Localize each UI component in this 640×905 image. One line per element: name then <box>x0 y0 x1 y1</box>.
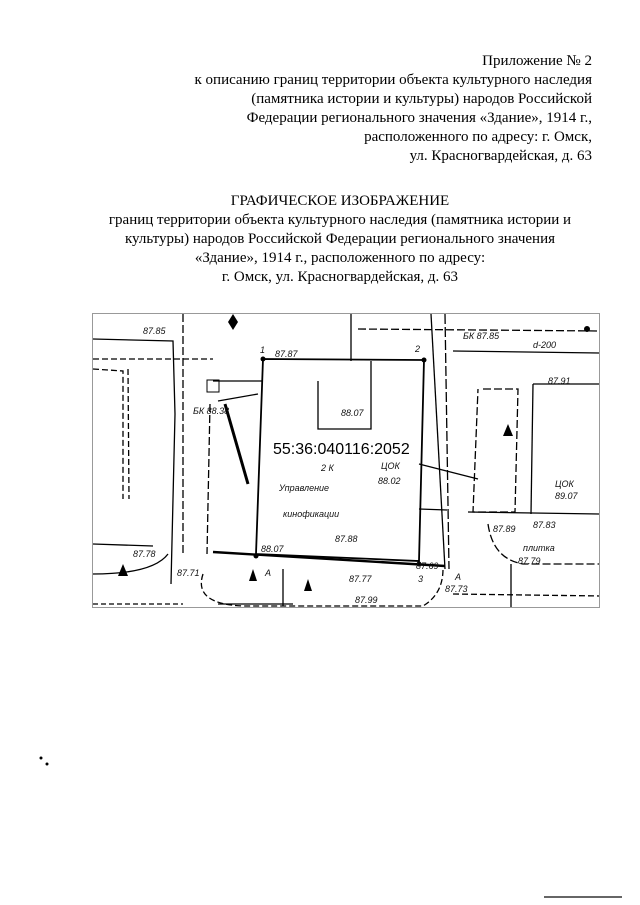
scan-speckle <box>39 756 49 766</box>
building-name-2: кинофикации <box>283 509 339 519</box>
elevation: 87.71 <box>177 568 200 578</box>
title-line: границ территории объекта культурного на… <box>108 212 572 228</box>
cadastral-number: 55:36:040116:2052 <box>273 441 410 458</box>
point-label-3: 3 <box>418 574 423 584</box>
elevation: 87.88 <box>335 534 358 544</box>
boundary-line <box>212 550 446 568</box>
title-line: «Здание», 1914 г., расположенного по адр… <box>194 250 486 266</box>
elevation: 87.83 <box>533 520 556 530</box>
elevation: 87.78 <box>133 549 156 559</box>
building-outline <box>255 358 425 562</box>
header-line: ул. Красногвардейская, д. 63 <box>409 148 592 164</box>
title-line: культуры) народов Российской Федерации р… <box>124 231 556 247</box>
map-linework <box>93 314 599 607</box>
appendix-number: Приложение № 2 <box>482 53 592 69</box>
point-label-1: 1 <box>260 345 265 355</box>
pipe-label: d-200 <box>533 340 556 350</box>
scan-edge-mark <box>544 896 622 898</box>
header-line: расположенного по адресу: г. Омск, <box>364 129 592 145</box>
tsok-value: 88.02 <box>378 476 401 486</box>
appendix-header: Приложение № 2 к описанию границ террито… <box>195 52 593 166</box>
header-line: Федерации регионального значения «Здание… <box>246 110 592 126</box>
elevation: 87.73 <box>445 584 468 594</box>
boundary-point-3-marker <box>416 561 422 567</box>
site-plan-map: 55:36:040116:2052 2 К ЦОК 88.02 Управлен… <box>92 313 600 608</box>
bk-label: БК 88.38 <box>193 406 229 416</box>
point-label-2: 2 <box>414 344 420 354</box>
map-labels: 55:36:040116:2052 2 К ЦОК 88.02 Управлен… <box>133 326 579 605</box>
site-plan-drawing: 55:36:040116:2052 2 К ЦОК 88.02 Управлен… <box>93 314 599 607</box>
title-heading: ГРАФИЧЕСКОЕ ИЗОБРАЖЕНИЕ <box>230 193 450 209</box>
letter-a: А <box>454 572 461 582</box>
boundary-point-2-marker <box>421 357 427 363</box>
elevation: 87.69 <box>416 561 439 571</box>
document-title: ГРАФИЧЕСКОЕ ИЗОБРАЖЕНИЕ границ территори… <box>60 192 620 287</box>
elevation: 88.07 <box>341 408 365 418</box>
elevation: 87.79 <box>518 556 541 566</box>
boundary-point-4-marker <box>253 553 259 559</box>
right-top-label: БК 87.85 <box>463 331 500 341</box>
elevation: 87.89 <box>493 524 516 534</box>
right-tsok-value: 89.07 <box>555 491 579 501</box>
right-tsok-label: ЦОК <box>555 479 575 489</box>
building-floors: 2 К <box>320 463 335 473</box>
elevation: 88.07 <box>261 544 285 554</box>
map-markers <box>118 314 590 591</box>
header-line: к описанию границ территории объекта кул… <box>194 72 593 88</box>
tile-label: плитка <box>523 543 555 553</box>
elevation: 87.91 <box>548 376 571 386</box>
elevation: 87.99 <box>355 595 378 605</box>
boundary-point-1-marker <box>260 356 266 362</box>
building-name-1: Управление <box>278 483 329 493</box>
title-line: г. Омск, ул. Красногвардейская, д. 63 <box>221 269 459 285</box>
tsok-label: ЦОК <box>381 461 401 471</box>
header-line: (памятника истории и культуры) народов Р… <box>251 91 592 107</box>
elevation: 87.85 <box>143 326 167 336</box>
elevation: 87.77 <box>349 574 373 584</box>
letter-a: А <box>264 568 271 578</box>
elevation: 87.87 <box>275 349 299 359</box>
